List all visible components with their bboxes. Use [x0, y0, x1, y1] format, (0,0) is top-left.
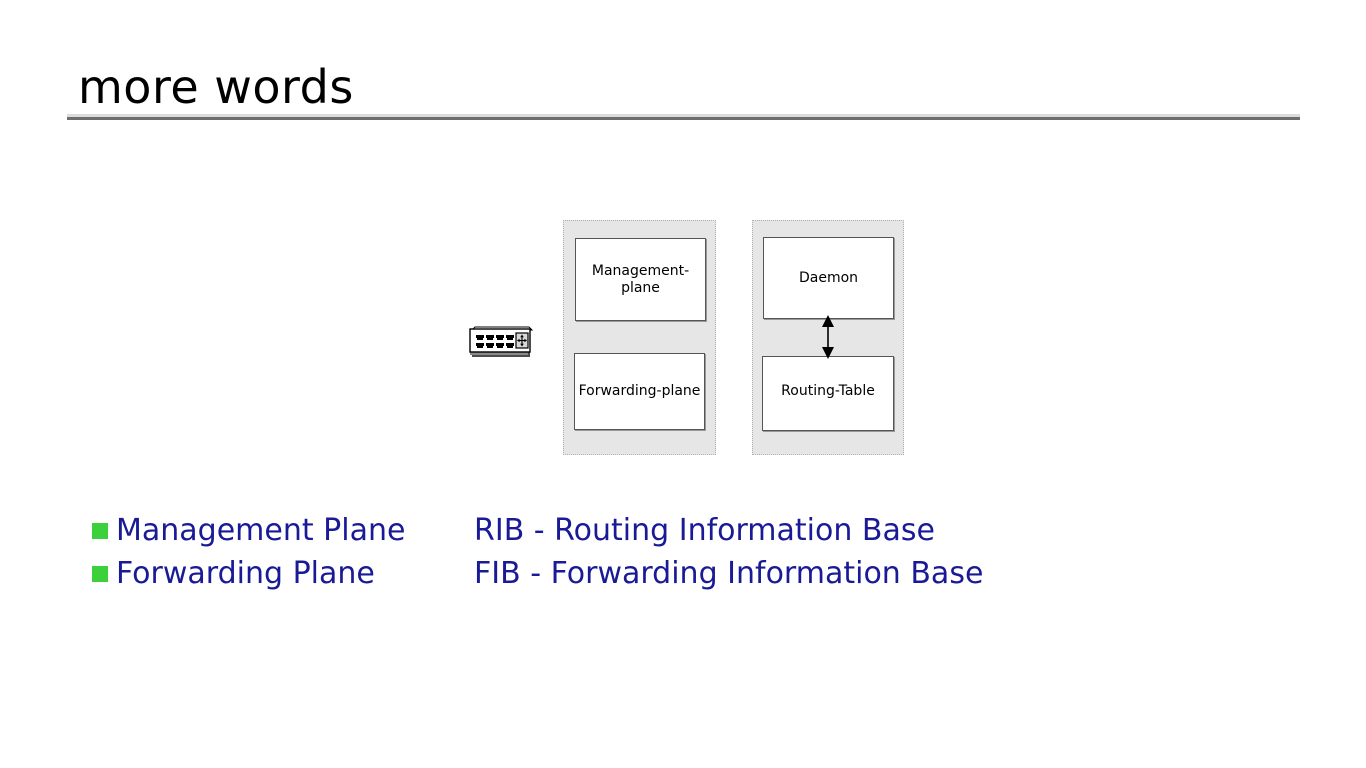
page-title: more words [78, 60, 354, 114]
diagram-box-forwarding-plane: Forwarding-plane [574, 353, 705, 430]
diagram-box-management-plane: Management-plane [575, 238, 706, 321]
list-item-forwarding-plane: Forwarding Plane [92, 557, 375, 591]
list-item-label: Forwarding Plane [116, 556, 375, 591]
double-arrow-icon [813, 315, 843, 359]
title-divider [67, 114, 1300, 120]
acronym-expansion-fib: FIB - Forwarding Information Base [474, 556, 984, 591]
diagram-box-routing-table: Routing-Table [762, 356, 894, 431]
diagram-box-daemon: Daemon [763, 237, 894, 319]
bullet-square-icon [92, 566, 108, 582]
title-divider-shadow [67, 117, 1300, 120]
list-item-label: Management Plane [116, 513, 406, 548]
list-item-management-plane: Management Plane [92, 514, 405, 548]
network-switch-icon [468, 324, 536, 360]
bullet-square-icon [92, 523, 108, 539]
acronym-expansion-rib: RIB - Routing Information Base [474, 513, 935, 548]
title-divider-highlight [67, 114, 1300, 117]
